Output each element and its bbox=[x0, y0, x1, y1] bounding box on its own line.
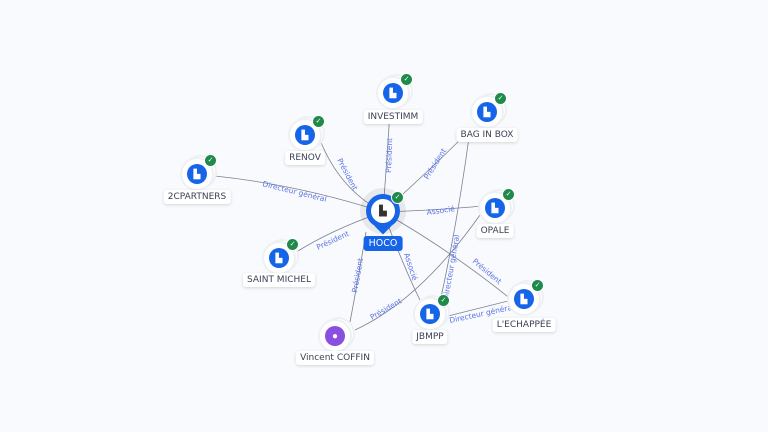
node-label-2cpartners[interactable]: 2CPARTNERS bbox=[163, 190, 231, 204]
building-icon: ▙ bbox=[269, 248, 289, 268]
edge-jbmpp-lechappee bbox=[439, 299, 513, 319]
edge-label: Président bbox=[350, 257, 365, 293]
building-icon: ▙ bbox=[383, 83, 403, 103]
node-label-investimm[interactable]: INVESTIMM bbox=[363, 110, 423, 124]
node-jbmpp[interactable]: ▙✓ bbox=[415, 294, 450, 329]
edge-label: Directeur général bbox=[441, 234, 461, 300]
edge-2cpartners bbox=[214, 175, 384, 213]
edge-lechappee bbox=[382, 211, 513, 301]
node-investimm[interactable]: ▙✓ bbox=[378, 73, 413, 108]
edge-label: Président bbox=[422, 147, 448, 181]
edge-baginbox-jbmpp bbox=[439, 129, 471, 303]
verified-icon: ✓ bbox=[494, 92, 507, 105]
node-renov[interactable]: ▙✓ bbox=[290, 115, 325, 150]
node-label-opale[interactable]: OPALE bbox=[476, 224, 514, 238]
building-icon: ▙ bbox=[295, 125, 315, 145]
building-icon: ▙ bbox=[371, 199, 395, 223]
node-label-renov[interactable]: RENOV bbox=[285, 151, 325, 165]
verified-icon: ✓ bbox=[204, 154, 217, 167]
verified-icon: ✓ bbox=[400, 73, 413, 86]
center-node-label[interactable]: HOCO bbox=[363, 236, 403, 251]
node-2cpartners[interactable]: ▙✓ bbox=[182, 154, 217, 189]
node-lechappee[interactable]: ▙✓ bbox=[509, 279, 544, 314]
building-icon: ▙ bbox=[485, 198, 505, 218]
verified-icon: ✓ bbox=[391, 191, 404, 204]
node-saintmichel[interactable]: ▙✓ bbox=[264, 238, 299, 273]
verified-icon: ✓ bbox=[531, 279, 544, 292]
edge-label: Directeur général bbox=[262, 179, 328, 204]
node-baginbox[interactable]: ▙✓ bbox=[472, 92, 507, 127]
edge-label: Président bbox=[471, 257, 504, 286]
center-node-hoco[interactable]: ▙ ✓ bbox=[366, 191, 404, 235]
edge-label: Président bbox=[369, 296, 404, 321]
node-label-vincent[interactable]: Vincent COFFIN bbox=[296, 351, 374, 365]
building-icon: ▙ bbox=[514, 289, 534, 309]
building-icon: ▙ bbox=[477, 102, 497, 122]
node-label-jbmpp[interactable]: JBMPP bbox=[412, 330, 448, 344]
person-icon: ● bbox=[325, 326, 345, 346]
verified-icon: ✓ bbox=[502, 188, 515, 201]
node-vincent-coffin[interactable]: ● bbox=[320, 321, 350, 351]
node-opale[interactable]: ▙✓ bbox=[480, 188, 515, 223]
node-label-lechappee[interactable]: L'ECHAPPÉE bbox=[492, 318, 556, 332]
edge-vincent-opale bbox=[354, 214, 481, 331]
building-icon: ▙ bbox=[420, 304, 440, 324]
node-label-baginbox[interactable]: BAG IN BOX bbox=[456, 128, 518, 142]
verified-icon: ✓ bbox=[312, 115, 325, 128]
verified-icon: ✓ bbox=[286, 238, 299, 251]
building-icon: ▙ bbox=[187, 164, 207, 184]
verified-icon: ✓ bbox=[437, 294, 450, 307]
edge-label: Associé bbox=[426, 204, 456, 217]
node-label-saintmichel[interactable]: SAINT MICHEL bbox=[243, 273, 315, 287]
edge-label: Président bbox=[384, 138, 394, 173]
